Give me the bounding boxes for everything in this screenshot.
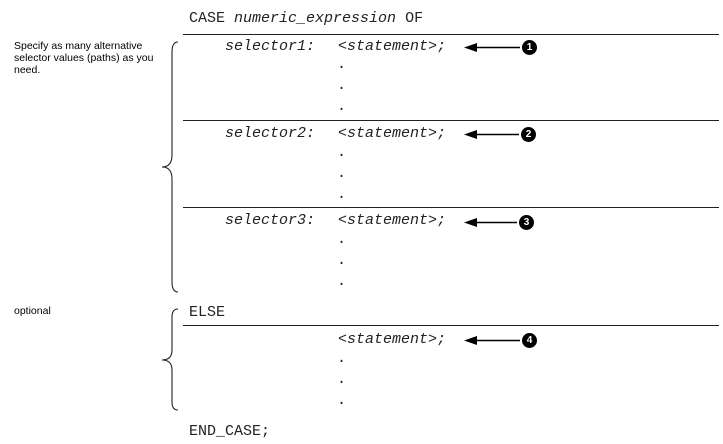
case-expression: numeric_expression [234, 10, 397, 27]
statement-3: <statement>; [338, 212, 447, 229]
rule-branch-3 [183, 207, 719, 208]
dot: . [337, 56, 347, 73]
dot: . [337, 98, 347, 115]
dot: . [337, 371, 347, 388]
dot: . [337, 273, 347, 290]
else-keyword: ELSE [189, 304, 226, 321]
rule-else [183, 325, 719, 326]
statement-4: <statement>; [338, 331, 447, 348]
dot: . [337, 77, 347, 94]
arrow-1 [464, 43, 520, 52]
dot: . [337, 231, 347, 248]
dot: . [337, 186, 347, 203]
marker-1: 1 [522, 40, 537, 55]
selector-3: selector3: [225, 212, 316, 229]
arrow-2 [464, 130, 519, 139]
statement-2: <statement>; [338, 125, 447, 142]
arrow-4 [464, 336, 520, 345]
optional-note: optional [14, 305, 51, 317]
rule-branch-2 [183, 120, 719, 121]
alternatives-note: Specify as many alternative selector val… [14, 40, 154, 76]
marker-2: 2 [521, 127, 536, 142]
selector-1: selector1: [225, 38, 316, 55]
selector-2: selector2: [225, 125, 316, 142]
dot: . [337, 392, 347, 409]
selectors-brace [161, 41, 179, 293]
dot: . [337, 252, 347, 269]
case-header: CASE numeric_expression OF [189, 10, 423, 28]
marker-3: 3 [519, 215, 534, 230]
end-case: END_CASE; [189, 423, 271, 440]
else-brace [161, 308, 179, 411]
of-keyword: OF [405, 10, 424, 27]
dot: . [337, 144, 347, 161]
dot: . [337, 165, 347, 182]
statement-1: <statement>; [338, 38, 447, 55]
rule-top [183, 34, 719, 35]
case-keyword: CASE [189, 10, 226, 27]
dot: . [337, 350, 347, 367]
marker-4: 4 [522, 333, 537, 348]
arrow-3 [464, 218, 517, 227]
